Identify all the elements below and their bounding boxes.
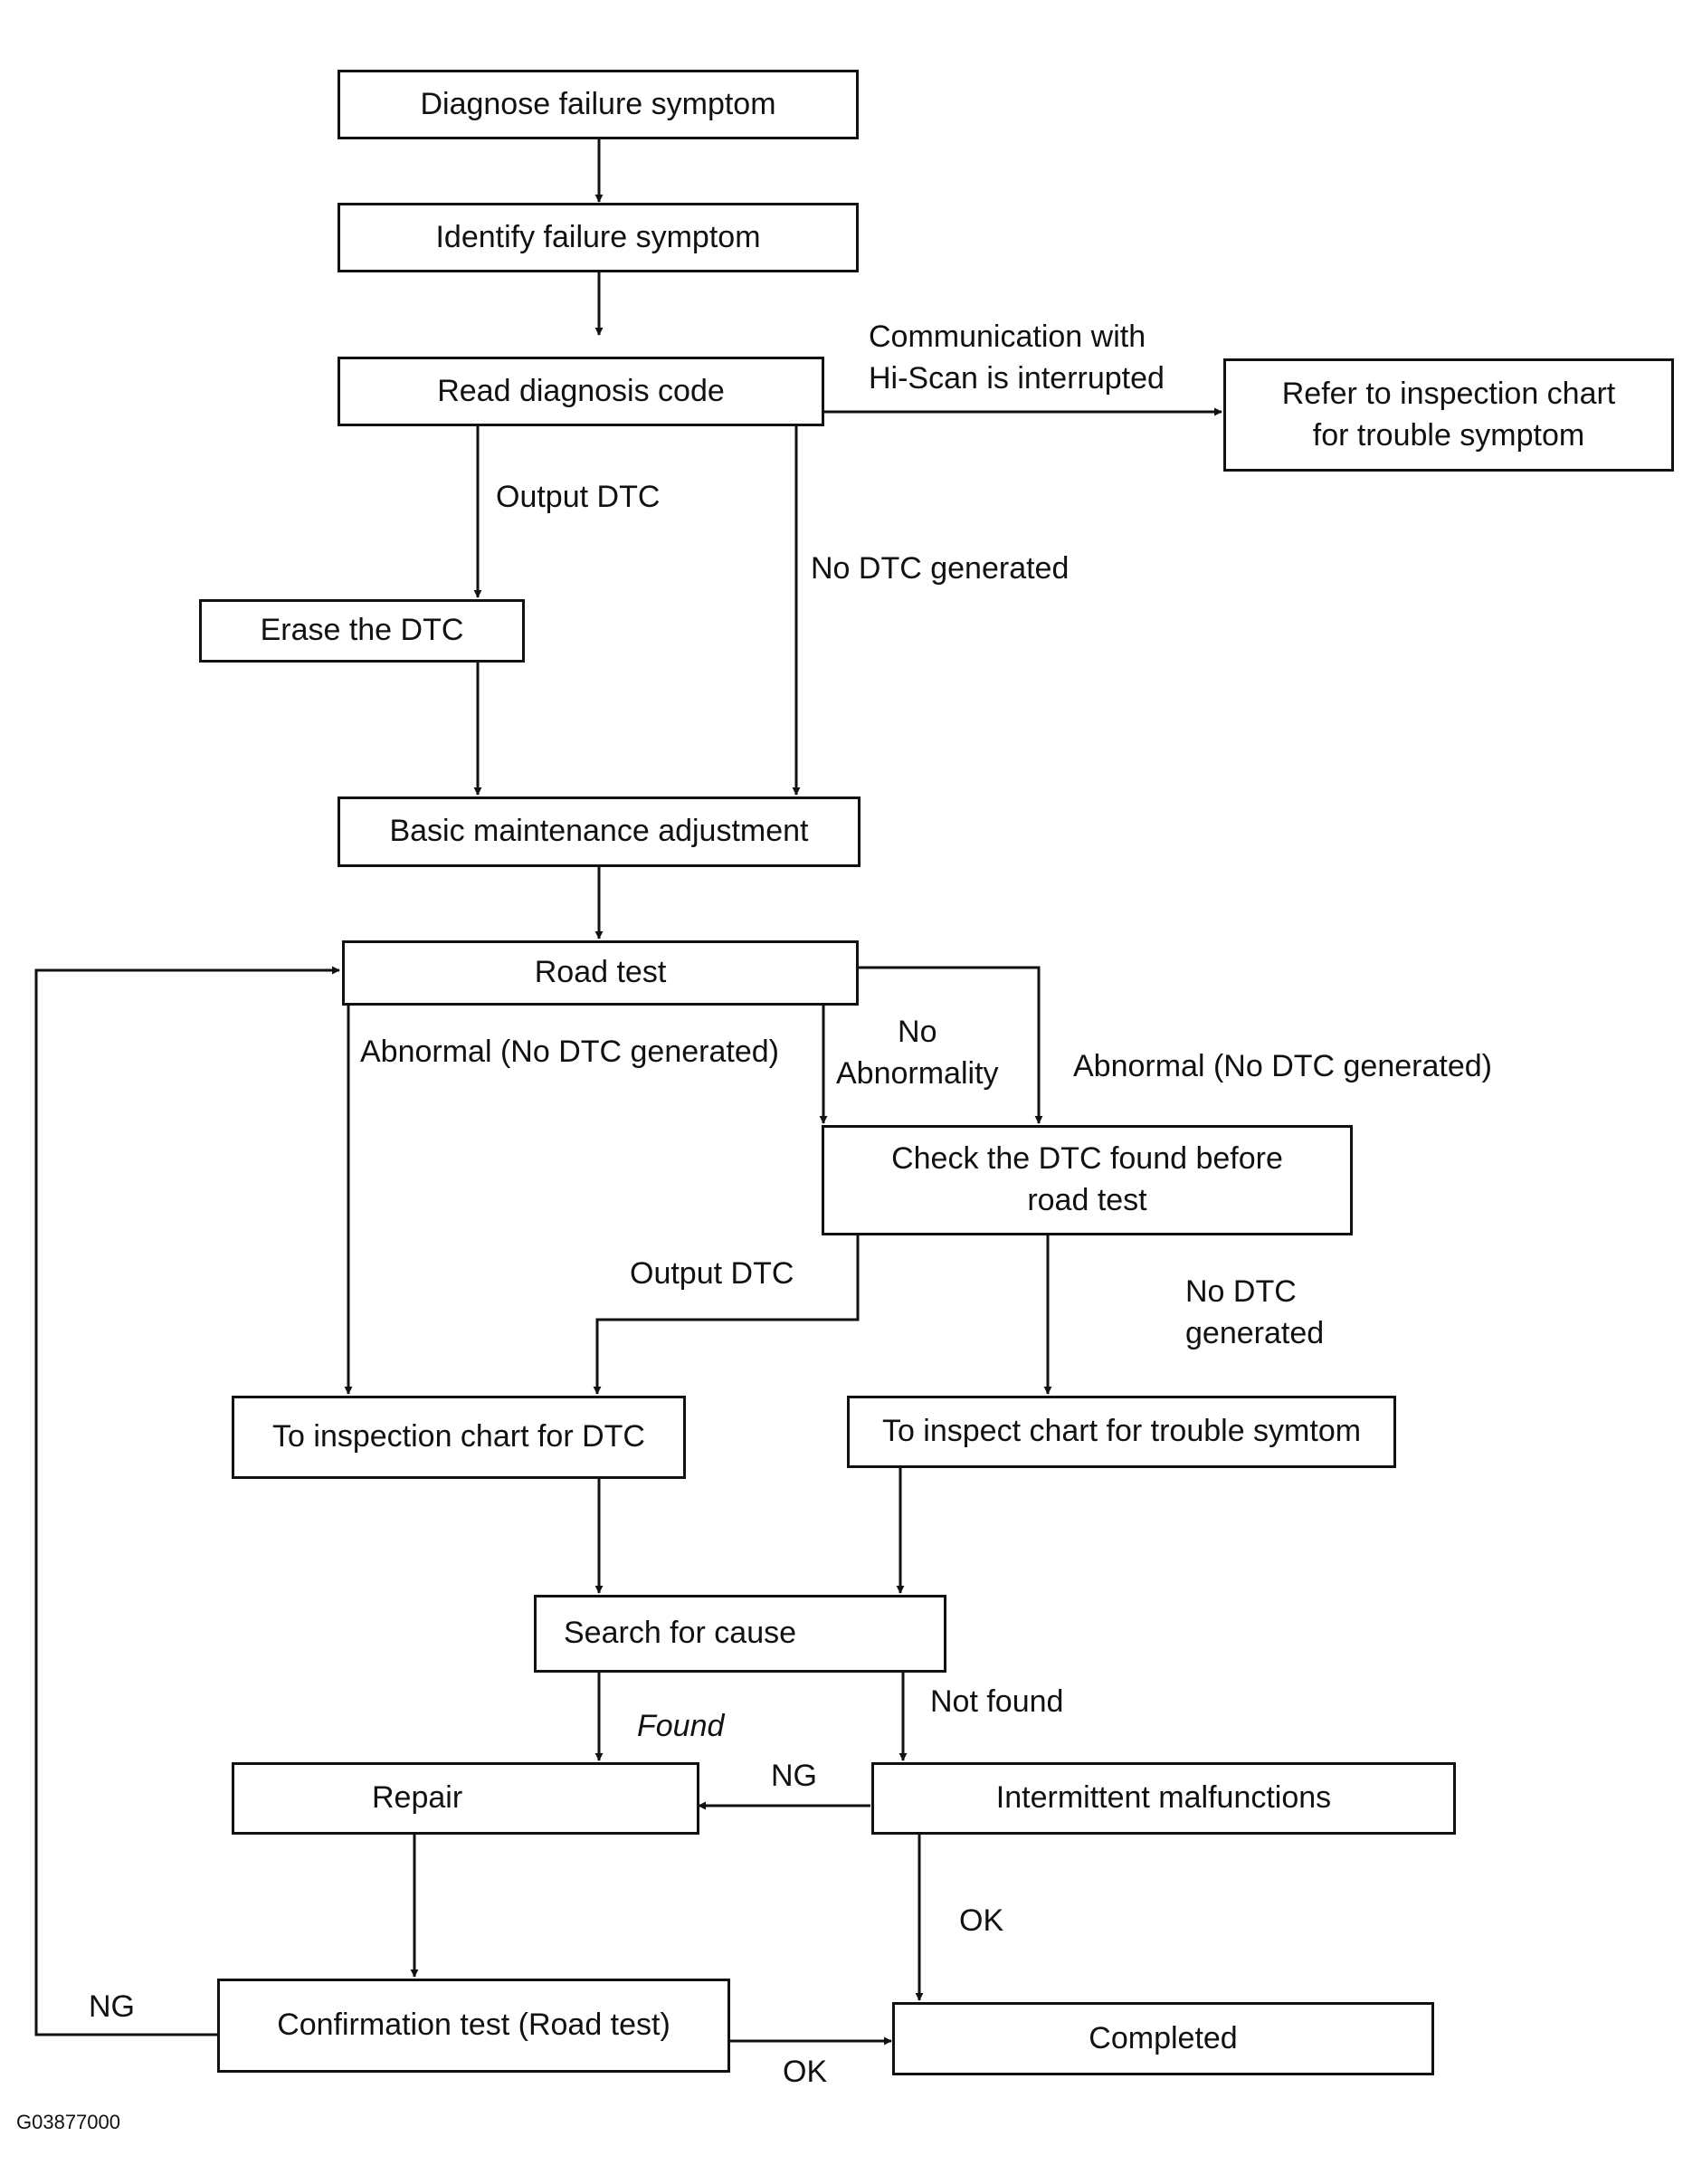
arrow-check-to-chart-dtc bbox=[593, 1235, 860, 1395]
label-output-dtc-2: Output DTC bbox=[630, 1256, 794, 1291]
label-abnormal-right: Abnormal (No DTC generated) bbox=[1073, 1049, 1492, 1083]
label-no-dtc-generated-1: No DTC generated bbox=[811, 551, 1070, 586]
erase-dtc-box: Erase the DTC bbox=[199, 599, 525, 663]
road-test-box: Road test bbox=[342, 940, 859, 1006]
identify-failure-symptom-box: Identify failure symptom bbox=[338, 203, 859, 272]
label-not-found: Not found bbox=[930, 1684, 1064, 1719]
figure-id: G03877000 bbox=[16, 2111, 120, 2133]
label-found: Found bbox=[637, 1709, 725, 1743]
basic-maintenance-box: Basic maintenance adjustment bbox=[338, 796, 861, 867]
completed-box: Completed bbox=[892, 2002, 1434, 2075]
label-output-dtc-1: Output DTC bbox=[496, 480, 661, 514]
label-ok-intermittent: OK bbox=[959, 1903, 1004, 1938]
refer-inspection-chart-box: Refer to inspection chart for trouble sy… bbox=[1223, 358, 1674, 472]
arrow-road-to-check-abn bbox=[858, 966, 1043, 1124]
inspect-chart-trouble-symptom-box: To inspect chart for trouble symtom bbox=[847, 1396, 1396, 1468]
label-no-abnormality: No Abnormality bbox=[836, 1015, 999, 1091]
check-dtc-before-road-test-box: Check the DTC found before road test bbox=[822, 1125, 1353, 1235]
label-ng-confirmation: NG bbox=[89, 1989, 135, 2024]
label-abnormal-left: Abnormal (No DTC generated) bbox=[360, 1035, 779, 1069]
diagnose-failure-symptom-box: Diagnose failure symptom bbox=[338, 70, 859, 139]
repair-box: Repair bbox=[232, 1762, 699, 1835]
arrow-confirmation-to-road-loop bbox=[34, 966, 340, 2036]
search-for-cause-box: Search for cause bbox=[534, 1595, 946, 1673]
confirmation-test-box: Confirmation test (Road test) bbox=[217, 1979, 730, 2073]
inspection-chart-dtc-box: To inspection chart for DTC bbox=[232, 1396, 686, 1479]
intermittent-malfunctions-box: Intermittent malfunctions bbox=[871, 1762, 1456, 1835]
label-ng-intermittent: NG bbox=[771, 1759, 817, 1793]
label-no-dtc-generated-2: No DTC generated bbox=[1185, 1274, 1325, 1350]
read-diagnosis-code-box: Read diagnosis code bbox=[338, 357, 824, 426]
label-ok-confirmation: OK bbox=[783, 2055, 828, 2089]
label-comm-interrupted: Communication with Hi-Scan is interrupte… bbox=[869, 319, 1165, 396]
